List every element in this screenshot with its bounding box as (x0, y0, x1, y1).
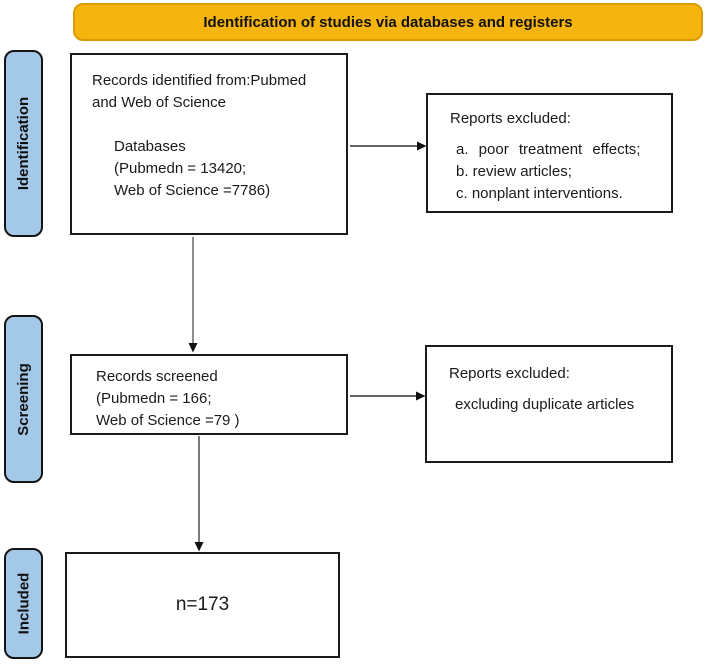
records-screened-line: Web of Science =79 ) (96, 412, 240, 429)
records-identified-line: Databases (114, 138, 186, 155)
stage-label-identification: Identification (4, 50, 43, 237)
excluded-reason-item: excluding duplicate articles (455, 396, 635, 413)
included-count-text: n=173 (175, 594, 230, 615)
stage-label-screening: Screening (4, 315, 43, 483)
records-identified-line: (Pubmedn = 13420; (114, 160, 247, 177)
reports-excluded-title: Reports excluded: (449, 365, 570, 382)
reports-excluded-title: Reports excluded: (450, 110, 571, 127)
excluded-reason-item: c. nonplant interventions. (456, 185, 623, 202)
records-screened-line: (Pubmedn = 166; (96, 390, 212, 407)
stage-label-included: Included (4, 548, 43, 659)
blank-line (92, 114, 338, 136)
stage-label-identification-text: Identification (15, 96, 32, 191)
banner-title: Identification of studies via databases … (73, 3, 703, 41)
excluded-reason-item: a. poor treatment effects; (456, 141, 641, 158)
included-count-box: n=173 (65, 552, 340, 658)
spacer (450, 130, 665, 139)
excluded-reason-item: b. review articles; (456, 163, 572, 180)
records-identified-box: Records identified from:Pubmed and Web o… (70, 53, 348, 235)
records-screened-line: Records screened (96, 368, 218, 385)
records-identified-line: and Web of Science (92, 94, 226, 111)
records-identified-line: Records identified from:Pubmed (92, 72, 307, 89)
stage-label-included-text: Included (15, 572, 33, 635)
records-identified-line: Web of Science =7786) (114, 182, 271, 199)
stage-label-screening-text: Screening (15, 362, 32, 436)
reports-excluded-mid-box: Reports excluded: excluding duplicate ar… (425, 345, 673, 463)
spacer (449, 385, 665, 394)
records-screened-box: Records screened (Pubmedn = 166; Web of … (70, 354, 348, 435)
reports-excluded-top-box: Reports excluded: a. poor treatment effe… (426, 93, 673, 213)
